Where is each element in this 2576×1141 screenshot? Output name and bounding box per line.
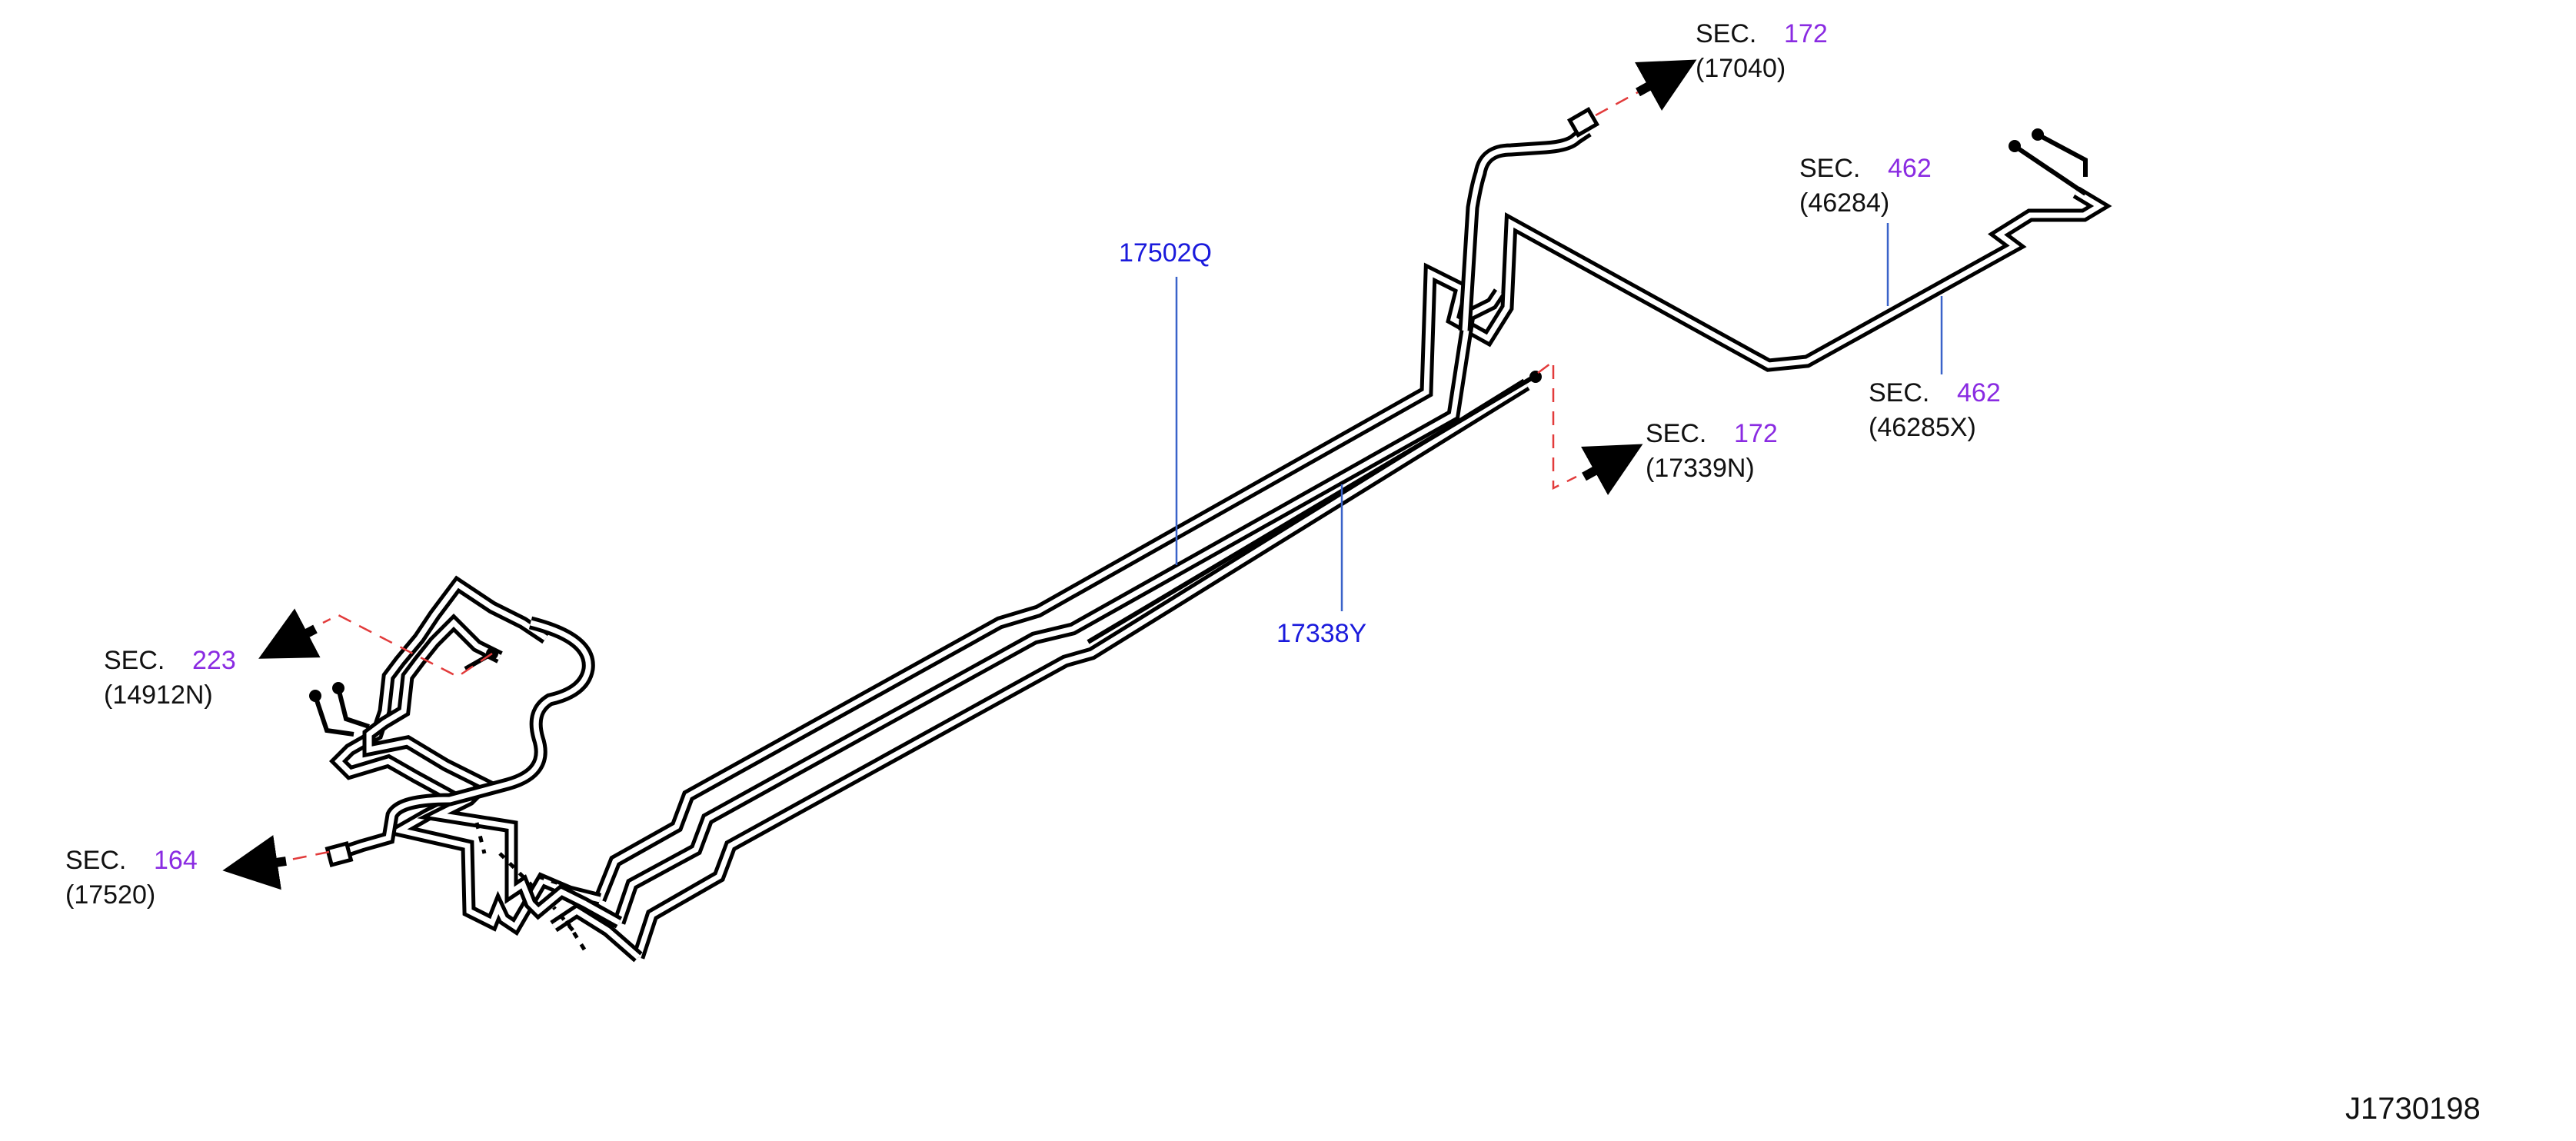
pipe-end-17339N bbox=[1529, 371, 1542, 383]
sec-number[interactable]: 172 bbox=[1784, 19, 1828, 48]
hose-connector-164 bbox=[324, 840, 354, 868]
sec-prefix: SEC. bbox=[1799, 154, 1860, 183]
left-pipe-end-1-dot bbox=[309, 690, 321, 702]
section-ref-46284[interactable]: SEC. 462 (46284) bbox=[1799, 154, 1932, 218]
vapor-hose-highlight bbox=[1462, 128, 1589, 331]
pipe-17338Y-highlight bbox=[616, 291, 1502, 924]
section-ref-14912N[interactable]: SEC. 223 (14912N) bbox=[104, 646, 236, 710]
dash-17040 bbox=[1595, 91, 1639, 117]
arrow-14912N bbox=[258, 608, 321, 659]
pipe-third-highlight bbox=[635, 382, 1528, 959]
sec-code: (17520) bbox=[65, 880, 155, 910]
dash-17520 bbox=[290, 850, 330, 861]
section-arrows bbox=[222, 59, 1697, 890]
left-pipe-end-2-dot bbox=[332, 682, 344, 694]
pipe-rod-17339N bbox=[1087, 374, 1536, 644]
sec-number[interactable]: 462 bbox=[1957, 378, 2001, 408]
section-ref-17520[interactable]: SEC. 164 (17520) bbox=[65, 846, 198, 910]
arrow-17040 bbox=[1635, 59, 1697, 111]
pipe-end-46284-dot bbox=[2032, 128, 2044, 141]
left-small-dashes bbox=[474, 822, 587, 951]
section-ref-17040[interactable]: SEC. 172 (17040) bbox=[1696, 19, 1828, 83]
sec-code: (14912N) bbox=[104, 680, 213, 710]
sec-prefix: SEC. bbox=[104, 646, 165, 675]
diagram-reference-id: J1730198 bbox=[2345, 1092, 2481, 1126]
left-hose-164-highlight bbox=[337, 620, 591, 857]
left-assembly bbox=[309, 575, 643, 963]
arrow-17520 bbox=[222, 835, 287, 890]
left-pipe-end-2 bbox=[336, 687, 370, 729]
left-pipe-end-1 bbox=[313, 695, 354, 737]
sec-number[interactable]: 462 bbox=[1888, 154, 1932, 183]
left-pipe-3-highlight bbox=[552, 907, 641, 960]
vapor-hose-connector bbox=[1566, 107, 1600, 138]
sec-code: (17040) bbox=[1696, 54, 1786, 83]
arrow-17339N bbox=[1581, 444, 1643, 495]
pipe-third bbox=[631, 378, 1530, 960]
sec-code: (46284) bbox=[1799, 188, 1889, 218]
left-pipe-1-highlight bbox=[334, 580, 601, 930]
leaders bbox=[1175, 223, 1943, 611]
pipe-end-46284 bbox=[2036, 132, 2088, 177]
sec-prefix: SEC. bbox=[1646, 419, 1706, 448]
dash-17339N bbox=[1537, 359, 1577, 491]
sec-prefix: SEC. bbox=[1696, 19, 1756, 48]
sec-prefix: SEC. bbox=[1869, 378, 1929, 408]
left-pipe-2-highlight bbox=[366, 619, 621, 926]
sec-number[interactable]: 223 bbox=[192, 646, 236, 675]
sec-prefix: SEC. bbox=[65, 846, 126, 875]
section-ref-46285X[interactable]: SEC. 462 (46285X) bbox=[1869, 378, 2001, 442]
pipe-end-46285X-dot bbox=[2009, 140, 2021, 152]
sec-number[interactable]: 164 bbox=[154, 846, 198, 875]
part-label-17338Y[interactable]: 17338Y bbox=[1276, 619, 1366, 648]
sec-number[interactable]: 172 bbox=[1734, 419, 1778, 448]
sec-code: (17339N) bbox=[1646, 454, 1755, 483]
part-label-17502Q[interactable]: 17502Q bbox=[1119, 238, 1212, 268]
section-ref-17339N[interactable]: SEC. 172 (17339N) bbox=[1646, 419, 1778, 483]
pipe-end-46285X bbox=[2013, 144, 2087, 196]
pipe-17502Q-highlight bbox=[597, 189, 2105, 901]
main-pipe-bundle bbox=[594, 107, 2112, 960]
sec-code: (46285X) bbox=[1869, 413, 1976, 442]
